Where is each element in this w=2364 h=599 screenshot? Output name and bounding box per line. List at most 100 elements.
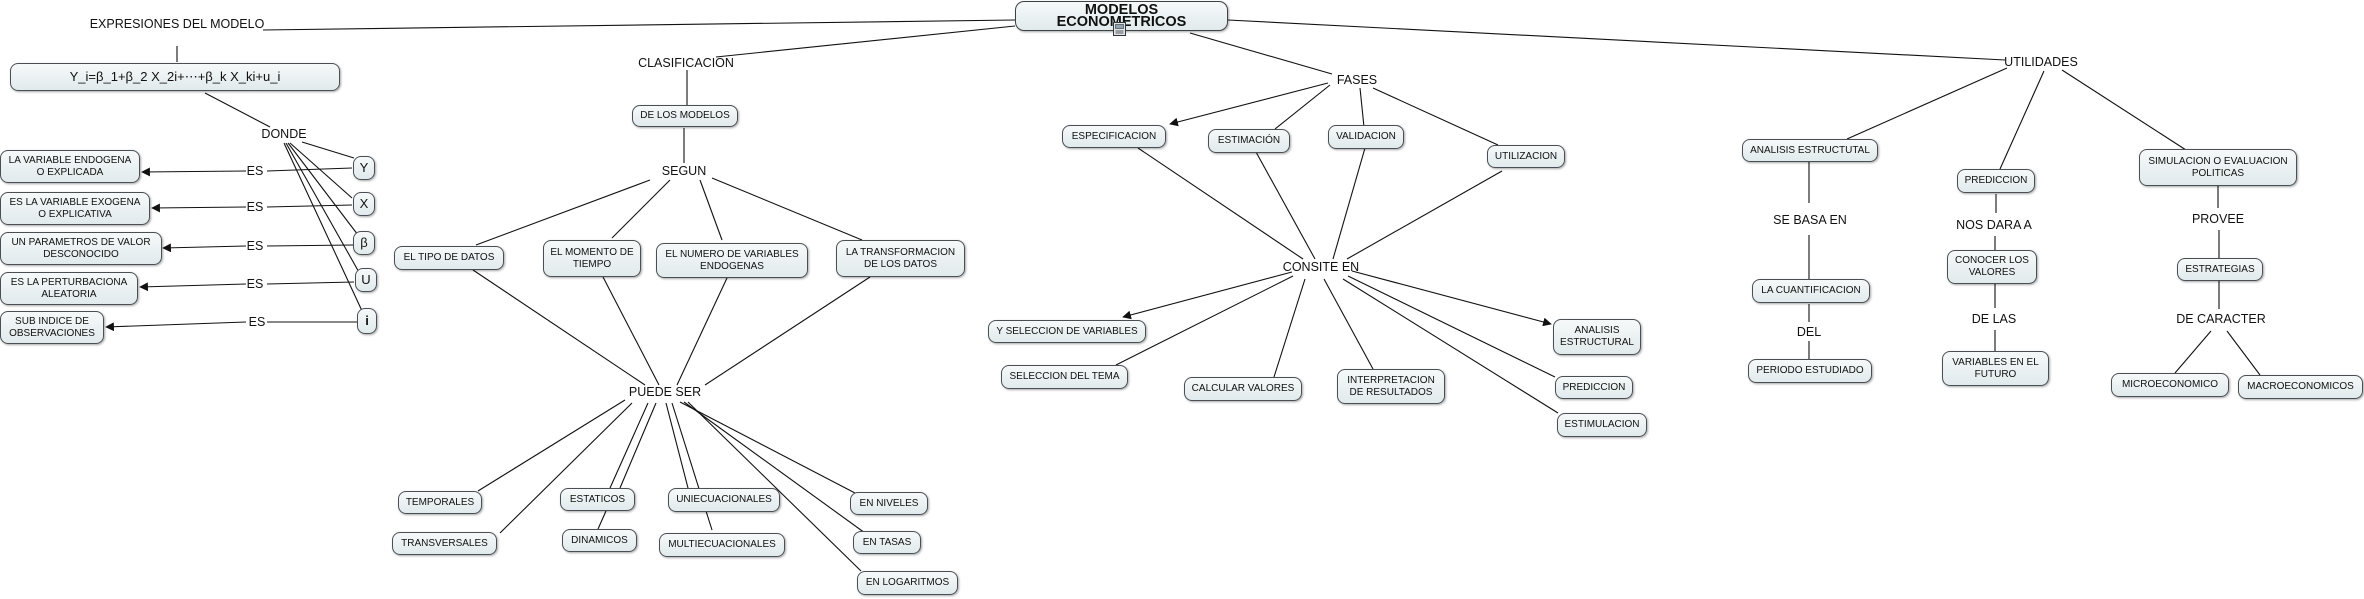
node-cuantificacion[interactable]: LA CUANTIFICACION [1752, 279, 1870, 303]
edge [699, 179, 723, 241]
edge [1255, 151, 1316, 260]
node-analisis-estructural[interactable]: ANALISIS ESTRUCTURAL [1553, 319, 1641, 355]
edge [139, 282, 247, 292]
node-estrategias[interactable]: ESTRATEGIAS [2177, 258, 2263, 281]
label-del: DEL [1796, 325, 1822, 339]
label-fases: FASES [1336, 73, 1378, 87]
label-segun: SEGUN [661, 164, 707, 178]
node-parametros[interactable]: UN PARAMETROS DE VALOR DESCONOCIDO [0, 232, 162, 265]
edge [2226, 330, 2261, 376]
node-multiecuacionales[interactable]: MULTIECUACIONALES [659, 533, 785, 557]
node-utilizacion[interactable]: UTILIZACION [1487, 145, 1565, 168]
node-en-niveles[interactable]: EN NIVELES [850, 492, 928, 515]
edge [1351, 270, 1552, 327]
node-momento[interactable]: EL MOMENTO DE TIEMPO [543, 240, 641, 277]
edge [151, 203, 247, 213]
edge [602, 276, 660, 386]
label-clasificacion: CLASIFICACION [638, 56, 734, 70]
node-calcular[interactable]: CALCULAR VALORES [1184, 377, 1302, 401]
node-prediccion-fase[interactable]: PREDICCION [1555, 376, 1633, 399]
edge [289, 142, 353, 199]
node-variables-futuro[interactable]: VARIABLES EN EL FUTURO [1942, 351, 2049, 386]
edge [477, 399, 626, 492]
node-perturbacion[interactable]: ES LA PERTURBACIONA ALEATORIA [0, 272, 138, 305]
node-exogena[interactable]: ES LA VARIABLE EXOGENA O EXPLICATIVA [0, 192, 150, 225]
edge [687, 401, 862, 572]
node-seleccion-tema[interactable]: SELECCION DEL TEMA [1001, 365, 1128, 389]
edge [1169, 82, 1329, 127]
edge [1273, 278, 1306, 378]
label-consite-en: CONSITE EN [1282, 260, 1360, 274]
edge [499, 402, 633, 534]
edge [262, 19, 1016, 31]
edge [105, 321, 247, 332]
node-validacion[interactable]: VALIDACION [1328, 125, 1404, 149]
label-provee: PROVEE [2191, 212, 2245, 226]
symbol-u[interactable]: U [355, 268, 377, 292]
node-uniecuacionales[interactable]: UNIECUACIONALES [668, 488, 780, 512]
node-simulacion[interactable]: SIMULACION O EVALUACION POLITICAS [2139, 149, 2297, 186]
node-y-seleccion[interactable]: Y SELECCION DE VARIABLES [988, 320, 1146, 343]
edge [266, 281, 355, 285]
node-subindice[interactable]: SUB INDICE DE OBSERVACIONES [0, 311, 104, 344]
node-periodo[interactable]: PERIODO ESTUDIADO [1748, 359, 1872, 383]
node-conocer-valores[interactable]: CONOCER LOS VALORES [1947, 250, 2037, 284]
node-de-los-modelos[interactable]: DE LOS MODELOS [632, 105, 738, 127]
symbol-beta[interactable]: β [353, 231, 375, 255]
node-transformacion[interactable]: LA TRANSFORMACION DE LOS DATOS [836, 240, 965, 277]
node-estimacion[interactable]: ESTIMACIÓN [1208, 129, 1290, 153]
node-transversales[interactable]: TRANSVERSALES [392, 532, 497, 555]
edge [1323, 278, 1374, 370]
edge [1372, 87, 1499, 146]
edge [301, 141, 355, 159]
edge [711, 177, 863, 241]
edge [2174, 330, 2212, 374]
node-estimulacion[interactable]: ESTIMULACION [1557, 413, 1647, 437]
node-en-tasas[interactable]: EN TASAS [853, 531, 921, 554]
label-es: ES [246, 277, 264, 291]
symbol-x[interactable]: X [353, 192, 375, 216]
edge [1274, 84, 1331, 130]
label-es: ES [248, 315, 266, 329]
edge [472, 269, 646, 386]
label-es: ES [246, 164, 264, 178]
node-tipo-datos[interactable]: EL TIPO DE DATOS [394, 246, 504, 270]
node-especificacion[interactable]: ESPECIFICACION [1062, 125, 1166, 148]
node-numero-variables[interactable]: EL NUMERO DE VARIABLES ENDOGENAS [656, 243, 808, 278]
edge [1999, 70, 2045, 170]
node-en-logaritmos[interactable]: EN LOGARITMOS [857, 571, 958, 595]
edge [715, 25, 1016, 58]
edge [1332, 147, 1366, 260]
edge [665, 402, 689, 489]
label-utilidades: UTILIDADES [2004, 55, 2078, 69]
node-microeconomico[interactable]: MICROECONOMICO [2111, 373, 2229, 397]
document-icon[interactable] [1113, 22, 1126, 36]
edge [1846, 67, 2008, 140]
node-dinamicos[interactable]: DINAMICOS [562, 529, 637, 552]
edge [609, 402, 649, 489]
edge [204, 92, 271, 128]
node-analisis-estructutal[interactable]: ANALISIS ESTRUCTUTAL [1742, 139, 1878, 162]
node-macroeconomicos[interactable]: MACROECONOMICOS [2238, 375, 2363, 399]
label-es: ES [246, 239, 264, 253]
symbol-y[interactable]: Y [353, 156, 375, 180]
node-interpretacion[interactable]: INTERPRETACION DE RESULTADOS [1337, 369, 1445, 404]
edge [1227, 19, 2006, 61]
label-de-caracter: DE CARACTER [2176, 312, 2266, 326]
formula-node[interactable]: Y_i=β_1+β_2 X_2i+⋯+β_k X_ki+u_i [10, 63, 340, 91]
node-prediccion-utilidad[interactable]: PREDICCION [1957, 169, 2035, 193]
node-estaticos[interactable]: ESTATICOS [560, 488, 635, 511]
edge [1122, 271, 1293, 320]
edge [1342, 278, 1559, 414]
edge [266, 167, 353, 172]
edge [1347, 275, 1556, 378]
label-puede-ser: PUEDE SER [628, 385, 702, 399]
node-endogena[interactable]: LA VARIABLE ENDOGENA O EXPLICADA [0, 150, 140, 183]
edge [1359, 87, 1365, 128]
symbol-i[interactable]: i [357, 308, 377, 334]
edge [611, 179, 671, 239]
edge [266, 244, 355, 247]
node-temporales[interactable]: TEMPORALES [398, 491, 482, 514]
label-se-basa-en: SE BASA EN [1773, 213, 1847, 227]
